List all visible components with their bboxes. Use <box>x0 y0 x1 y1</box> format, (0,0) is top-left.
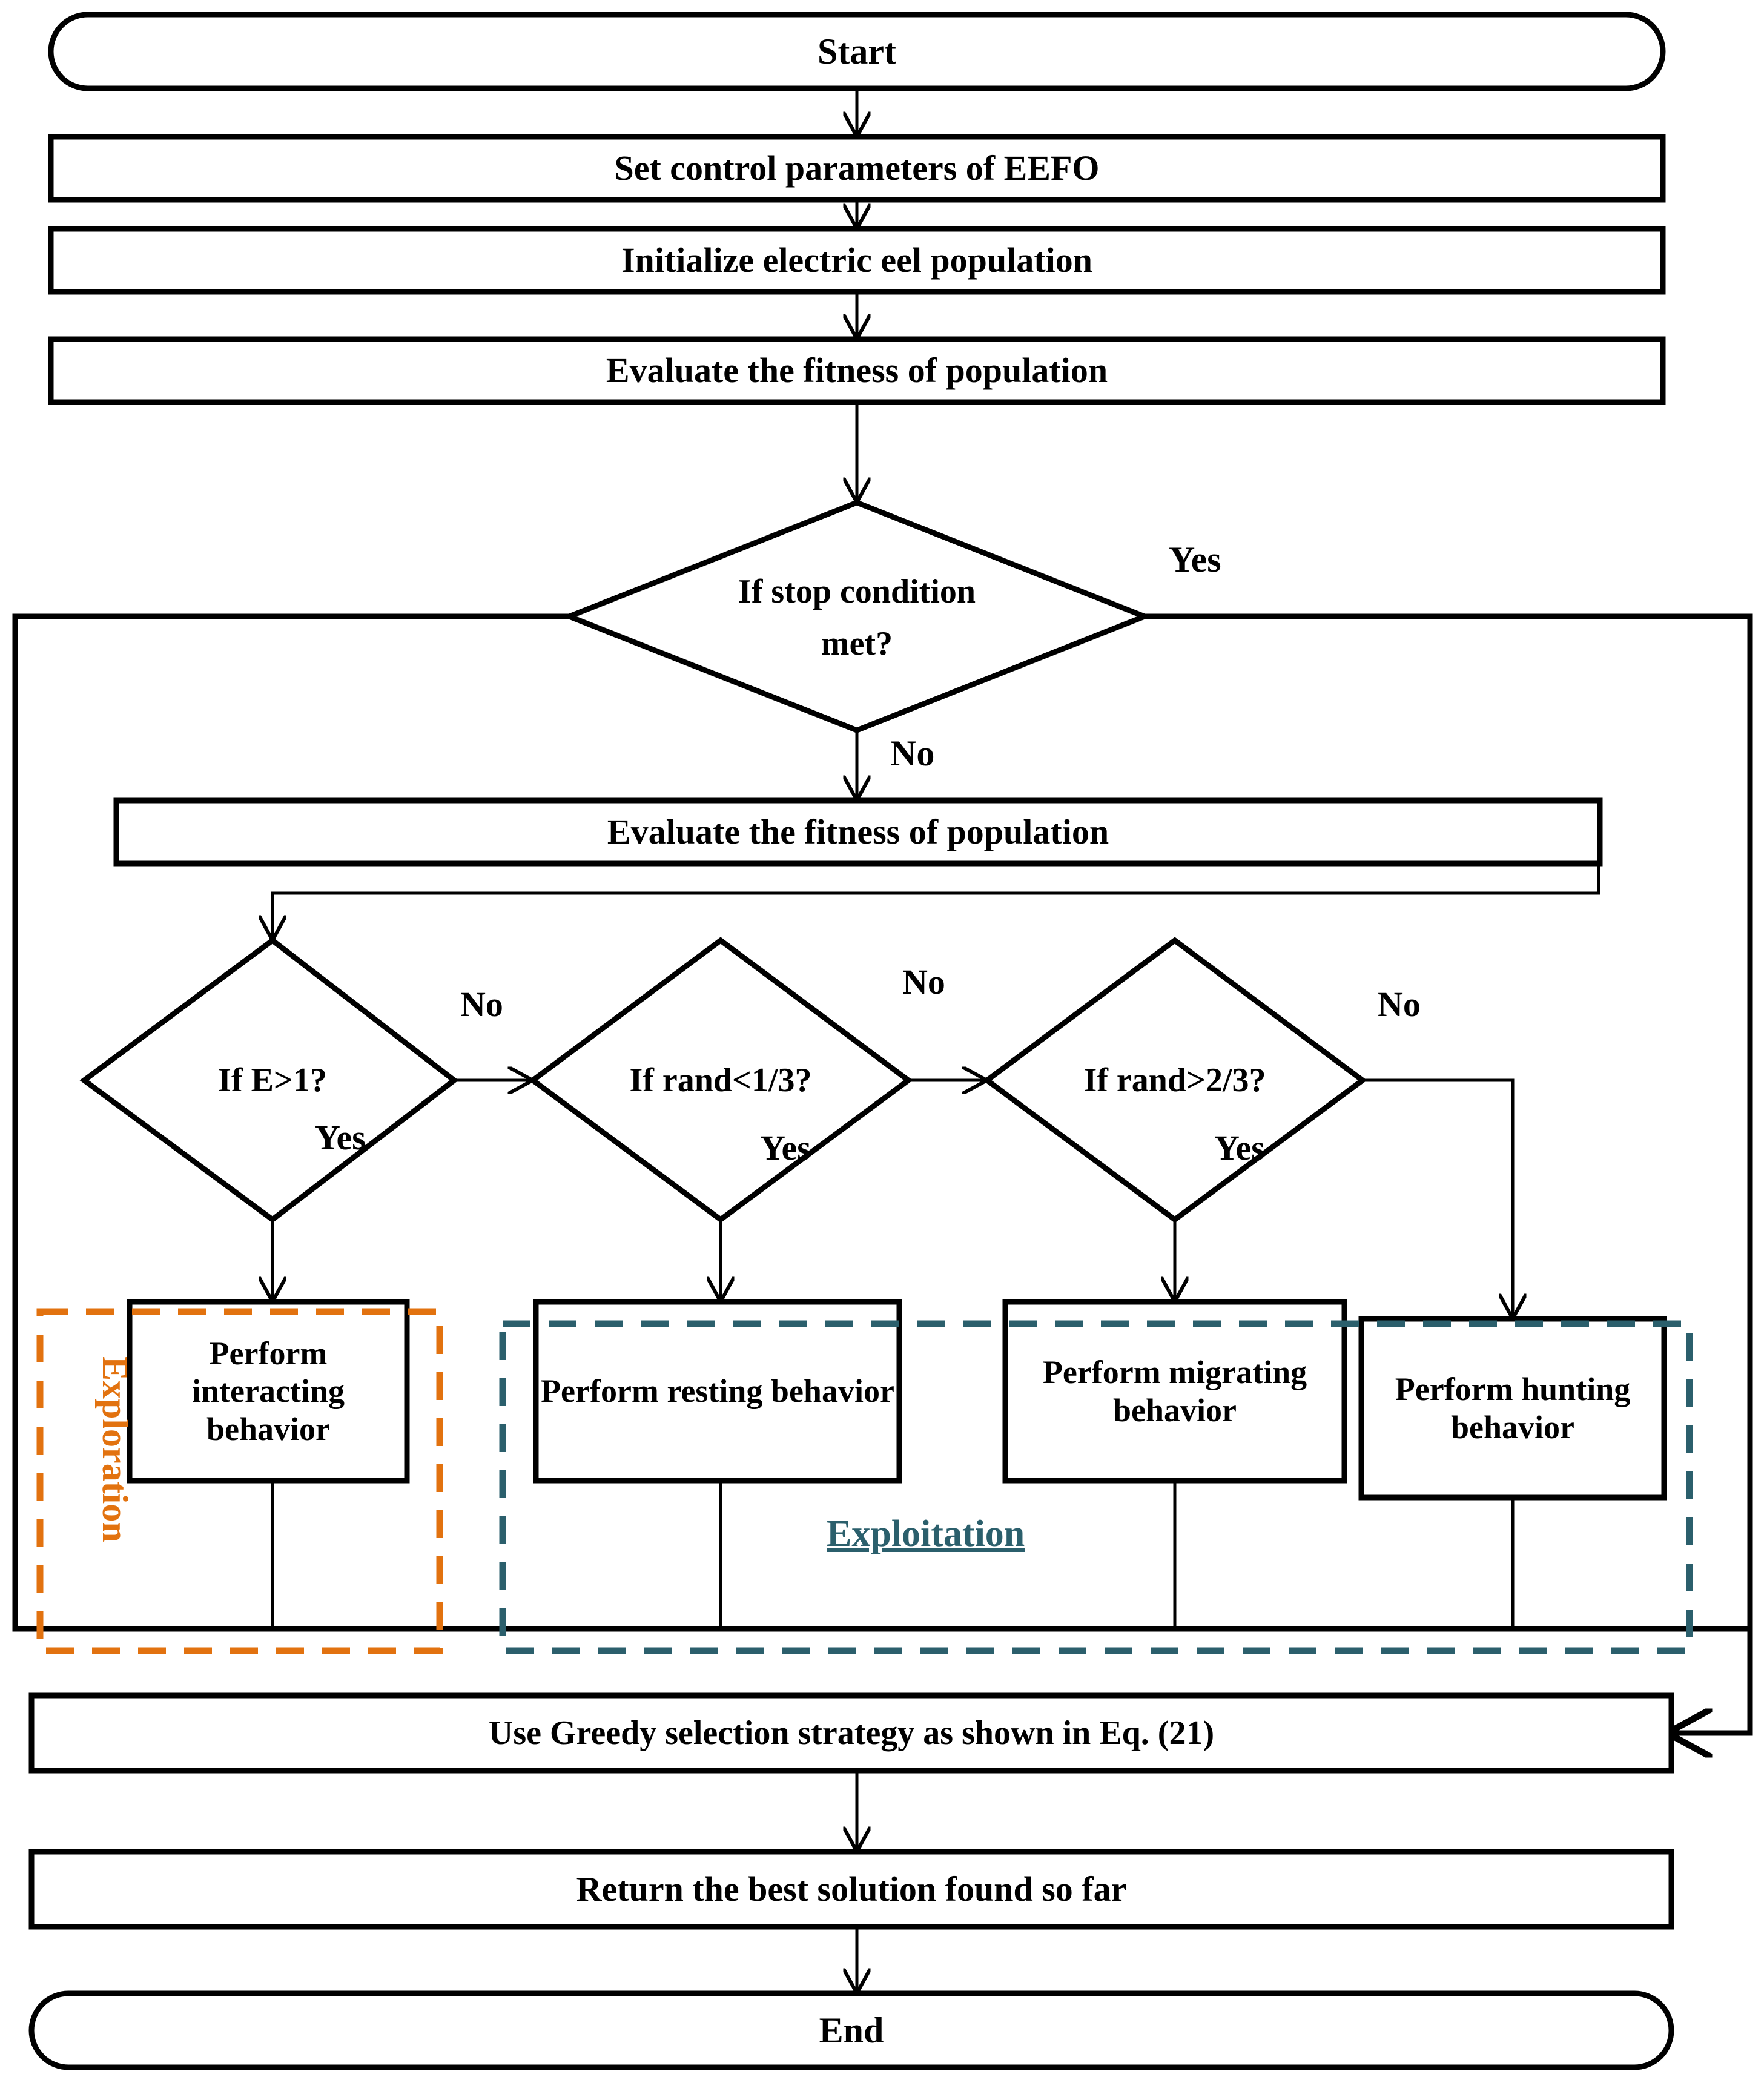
shape-if-rand-lt <box>528 937 913 1223</box>
edge-label-randlt-yes: Yes <box>760 1128 811 1167</box>
edge-label-randgt-yes: Yes <box>1214 1128 1265 1167</box>
shape-if-rand-gt <box>982 937 1367 1223</box>
shape-set-params <box>48 134 1666 203</box>
group-exploitation-box <box>499 1320 1693 1654</box>
shape-start <box>48 12 1666 91</box>
shape-resting-behavior <box>533 1299 902 1484</box>
shape-interacting-behavior <box>127 1299 410 1484</box>
edge-label-stop-no: No <box>890 733 935 773</box>
shape-greedy <box>28 1692 1674 1774</box>
arrow-loop-to-greedy <box>1671 1629 1753 1733</box>
arrow-randgt-no <box>1363 1078 1513 1316</box>
edge-label-stop-yes: Yes <box>1169 540 1221 580</box>
shape-if-e <box>79 937 459 1223</box>
group-label-exploration: Exploration <box>95 1356 135 1542</box>
shape-hunting-behavior <box>1358 1316 1667 1501</box>
shape-init-pop <box>48 226 1666 295</box>
shape-eval-fitness-2 <box>113 797 1603 867</box>
edge-label-ife-yes: Yes <box>315 1118 366 1157</box>
edge-label-ife-no: No <box>460 985 503 1024</box>
shape-migrating-behavior <box>1002 1299 1347 1484</box>
group-exploration-box <box>36 1308 443 1654</box>
shape-stop-condition <box>561 500 1152 733</box>
shape-return-best <box>28 1849 1674 1930</box>
edge-label-randgt-no: No <box>1378 985 1421 1024</box>
edge-label-randlt-no: No <box>902 962 945 1002</box>
shape-eval-fitness-1 <box>48 336 1666 405</box>
loop-return-path <box>12 613 1753 1632</box>
arrow-eval2-to-ife <box>273 863 1600 938</box>
shape-end <box>28 1990 1674 2070</box>
group-label-exploitation: Exploitation <box>827 1513 1025 1554</box>
